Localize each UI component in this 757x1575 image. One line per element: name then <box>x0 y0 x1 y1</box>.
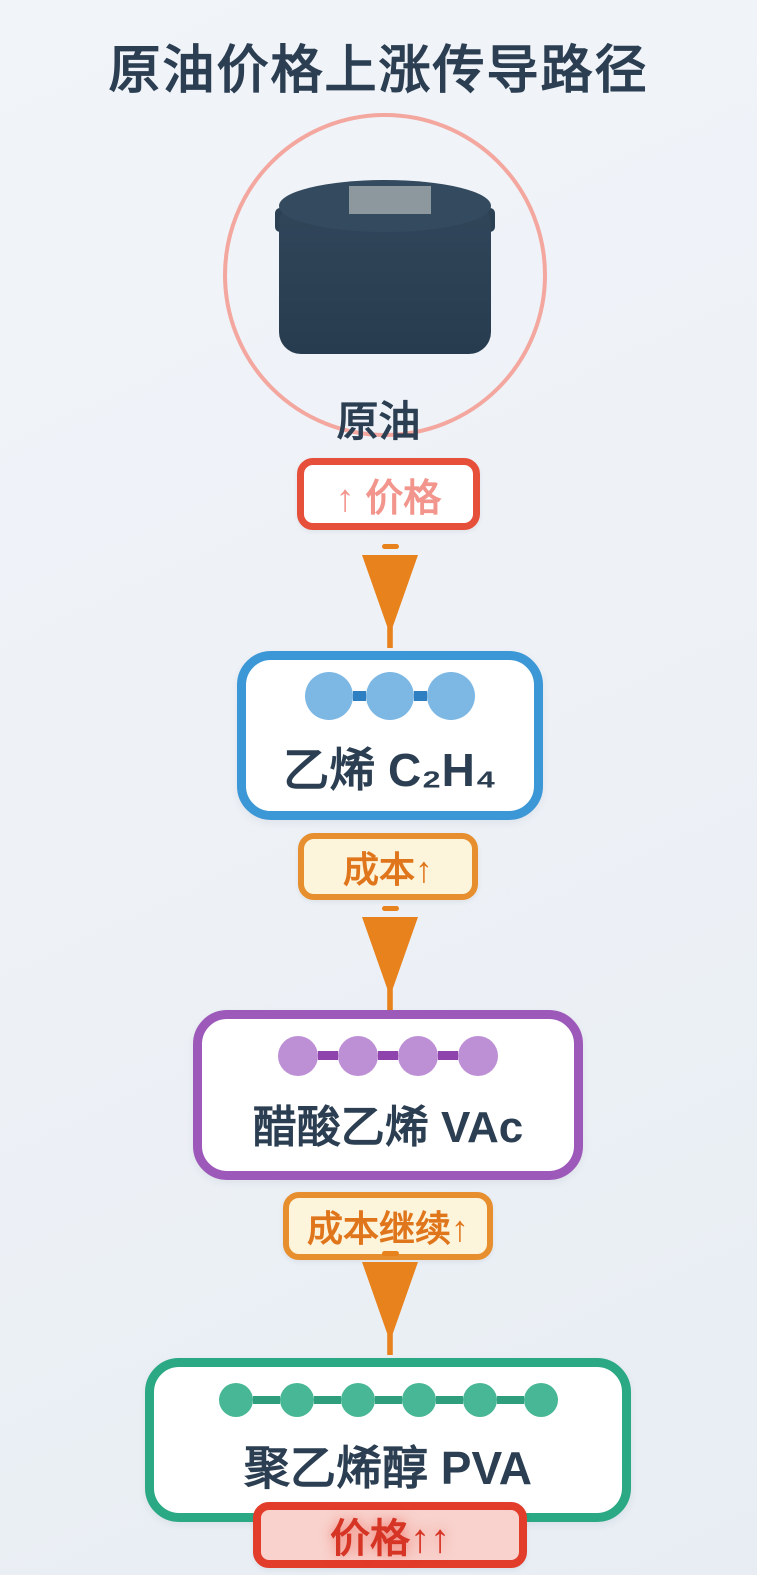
molecule-bond <box>378 1051 398 1060</box>
molecule-bond <box>374 1395 402 1404</box>
vac-label: 醋酸乙烯 VAc <box>252 1102 524 1152</box>
arrow-triangle-icon <box>362 555 418 648</box>
oil-barrel-icon <box>275 172 495 362</box>
molecule-atom <box>279 1382 314 1417</box>
molecule-bond <box>414 690 427 701</box>
ethylene-card: 乙烯 C₂H₄ <box>237 651 543 820</box>
pva-price-up-badge: 价格↑↑ <box>253 1502 527 1568</box>
molecule-atom <box>398 1035 438 1076</box>
ethylene-label: 乙烯 C₂H₄ <box>283 743 497 796</box>
molecule-atom <box>427 671 475 720</box>
arrow-dash-icon <box>381 1251 399 1256</box>
molecule-atom <box>278 1035 318 1076</box>
crude-price-up-text: ↑ 价格 <box>335 477 442 520</box>
down-arrow-3 <box>362 1251 418 1355</box>
pva-price-up-text: 价格↑↑ <box>330 1517 450 1561</box>
molecule-bond <box>438 1051 458 1060</box>
arrow-triangle-icon <box>362 917 418 1010</box>
molecule-atom <box>458 1035 498 1076</box>
molecule-atom <box>340 1382 375 1417</box>
oil-barrel-svg <box>275 180 495 354</box>
crude-price-up-badge: ↑ 价格 <box>297 458 480 530</box>
molecule-atom <box>218 1382 253 1417</box>
down-arrow-2 <box>362 906 418 1010</box>
molecule-atom <box>366 671 414 720</box>
molecule-atom <box>401 1382 436 1417</box>
arrow-triangle-icon <box>362 1262 418 1355</box>
pva-molecule <box>218 1382 558 1417</box>
molecule-bond <box>252 1395 280 1404</box>
arrow-dash-icon <box>381 906 399 911</box>
page-title: 原油价格上涨传导路径 <box>108 42 649 100</box>
molecule-atom <box>305 671 353 720</box>
arrow-dash-icon <box>381 544 399 549</box>
molecule-atom <box>338 1035 378 1076</box>
molecule-atom <box>462 1382 497 1417</box>
molecule-bond <box>318 1051 338 1060</box>
molecule-bond <box>435 1395 463 1404</box>
crude-oil-ring <box>223 113 547 437</box>
vac-card: 醋酸乙烯 VAc <box>193 1010 583 1180</box>
molecule-bond <box>496 1395 524 1404</box>
pva-label: 聚乙烯醇 PVA <box>244 1441 532 1494</box>
crude-oil-label: 原油 <box>336 398 421 445</box>
molecule-atom <box>523 1382 558 1417</box>
cost-up-text: 成本↑ <box>342 848 433 890</box>
cost-continue-up-badge: 成本继续↑ <box>283 1192 493 1260</box>
molecule-bond <box>313 1395 341 1404</box>
cost-up-badge: 成本↑ <box>298 833 478 900</box>
vac-molecule <box>278 1035 498 1076</box>
molecule-bond <box>353 690 366 701</box>
down-arrow-1 <box>362 544 418 648</box>
cost-continue-up-text: 成本继续↑ <box>306 1208 469 1249</box>
pva-card: 聚乙烯醇 PVA <box>145 1358 631 1522</box>
ethylene-molecule <box>305 671 475 720</box>
